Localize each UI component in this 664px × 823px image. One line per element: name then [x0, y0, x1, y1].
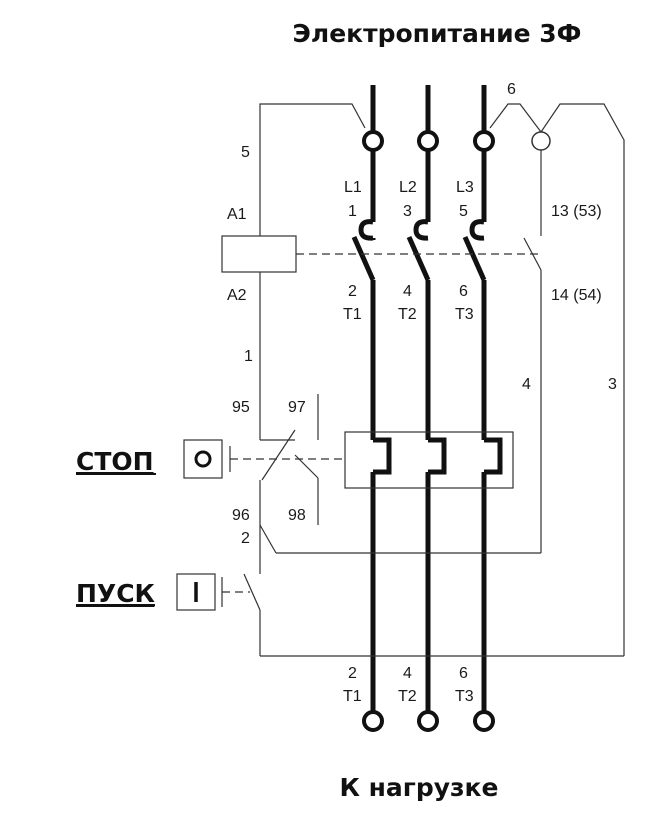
wire-1-label: 1	[244, 348, 253, 365]
mid-terminal-2: 2	[348, 283, 357, 300]
stop-o-icon	[194, 450, 212, 468]
contact-95-label: 95	[232, 399, 250, 416]
bottom-terminal-6: 6	[459, 665, 468, 682]
load-caption: К нагрузке	[340, 773, 499, 802]
contact-96-label: 96	[232, 507, 250, 524]
bottom-terminal-t3: T3	[455, 688, 474, 705]
bottom-terminal-2: 2	[348, 665, 357, 682]
line-l1-label: L1	[344, 179, 362, 196]
mid-terminal-t3: T3	[455, 306, 474, 323]
power-lines	[351, 85, 503, 712]
bottom-terminal-t2: T2	[398, 688, 417, 705]
start-label: ПУСК	[76, 579, 156, 608]
contact-97-label: 97	[288, 399, 306, 416]
wire-5-label: 5	[241, 144, 250, 161]
wire-3-label: 3	[608, 376, 617, 393]
wire-2-label: 2	[241, 530, 250, 547]
mid-terminal-t1: T1	[343, 306, 362, 323]
contactor-coil	[221, 235, 297, 273]
contact-98-label: 98	[288, 507, 306, 524]
aux-14-label: 14 (54)	[551, 287, 602, 304]
coil-a1-label: A1	[227, 206, 247, 223]
bottom-terminal-4: 4	[403, 665, 412, 682]
control-wiring	[243, 103, 625, 657]
start-button[interactable]	[176, 573, 223, 611]
stop-label: СТОП	[76, 447, 154, 476]
overload-relay-box	[344, 431, 514, 489]
diagram-title: Электропитание 3Ф	[293, 19, 582, 48]
stop-button[interactable]	[183, 439, 231, 479]
terminal-5-label: 5	[459, 203, 468, 220]
terminal-1-label: 1	[348, 203, 357, 220]
terminals	[362, 130, 551, 732]
line-l2-label: L2	[399, 179, 417, 196]
aux-13-label: 13 (53)	[551, 203, 602, 220]
wire-6-label: 6	[507, 81, 516, 98]
wire-4-label: 4	[522, 376, 531, 393]
terminal-3-label: 3	[403, 203, 412, 220]
bottom-terminal-t1: T1	[343, 688, 362, 705]
coil-a2-label: A2	[227, 287, 247, 304]
mid-terminal-4: 4	[403, 283, 412, 300]
mid-terminal-6: 6	[459, 283, 468, 300]
mid-terminal-t2: T2	[398, 306, 417, 323]
line-l3-label: L3	[456, 179, 474, 196]
